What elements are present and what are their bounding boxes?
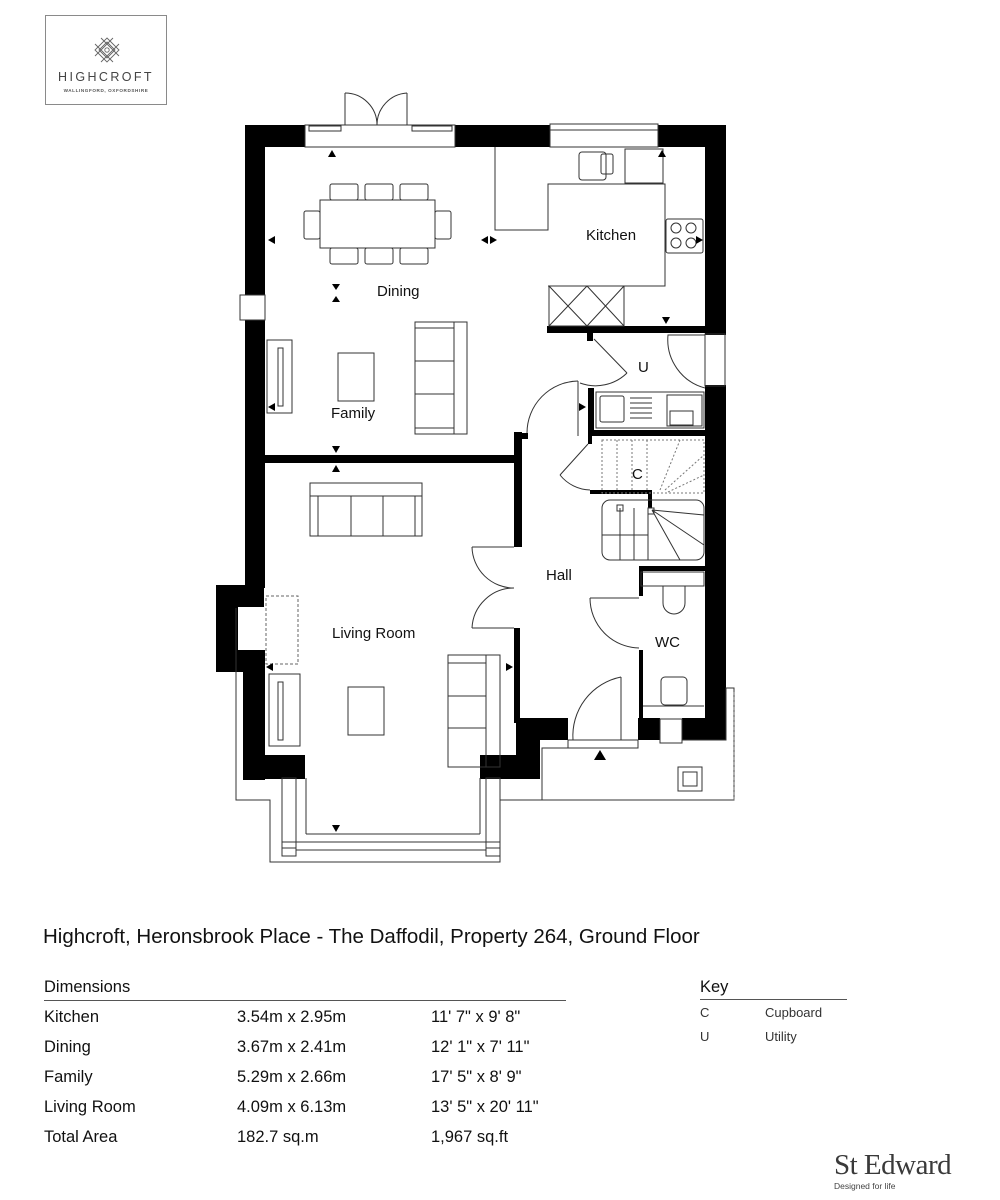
metric-size: 3.54m x 2.95m [237,1008,347,1026]
table-row: Dining 3.67m x 2.41m 12' 1" x 7' 11" [44,1031,566,1061]
key-heading: Key [700,978,847,1000]
room-label-wc: WC [655,634,680,651]
imperial-size: 1,967 sq.ft [431,1128,509,1146]
brand-tagline: Designed for life [834,1181,896,1191]
key-item: C Cupboard [700,1000,847,1024]
imperial-size: 12' 1" x 7' 11" [431,1038,530,1056]
room-label-dining: Dining [377,283,420,300]
key-meaning: Cupboard [765,1005,823,1020]
room-name: Family [44,1068,93,1086]
highcroft-logo: HIGHCROFT WALLINGFORD, OXFORDSHIRE [45,15,167,105]
walls [216,125,726,780]
ground-floor-plan: Kitchen Dining Family U C Hall Living Ro… [216,92,735,863]
key-code: C [700,1005,710,1020]
metric-size: 4.09m x 6.13m [237,1098,347,1116]
room-name: Dining [44,1038,91,1056]
fireplace-hearth [265,595,299,665]
table-row: Family 5.29m x 2.66m 17' 5" x 8' 9" [44,1061,566,1091]
table-row-total: Total Area 182.7 sq.m 1,967 sq.ft [44,1121,566,1151]
plan-lines [235,92,735,863]
imperial-size: 13' 5" x 20' 11" [431,1098,539,1116]
imperial-size: 11' 7" x 9' 8" [431,1008,521,1026]
logo-subtitle: WALLINGFORD, OXFORDSHIRE [63,88,149,93]
room-name: Kitchen [44,1008,100,1026]
st-edward-logo: St Edward Designed for life [834,1149,952,1191]
room-label-kitchen: Kitchen [586,227,636,244]
metric-size: 3.67m x 2.41m [237,1038,347,1056]
brand-name: St Edward [834,1149,952,1181]
plan-title: Highcroft, Heronsbrook Place - The Daffo… [43,925,700,948]
room-label-living-room: Living Room [332,625,415,642]
dimension-markers [266,150,703,832]
room-label-family: Family [331,405,376,422]
logo-name: HIGHCROFT [58,70,154,84]
metric-size: 5.29m x 2.66m [237,1068,347,1086]
table-row: Kitchen 3.54m x 2.95m 11' 7" x 9' 8" [44,1001,566,1031]
key-legend: Key C Cupboard U Utility [700,978,847,1048]
imperial-size: 17' 5" x 8' 9" [431,1068,522,1086]
room-label-cupboard: C [632,466,643,483]
metric-size: 182.7 sq.m [237,1128,319,1146]
table-row: Living Room 4.09m x 6.13m 13' 5" x 20' 1… [44,1091,566,1121]
room-labels: Kitchen Dining Family U C Hall Living Ro… [331,227,680,651]
room-label-hall: Hall [546,567,572,584]
dimensions-heading: Dimensions [44,978,566,1001]
dimensions-table: Dimensions Kitchen 3.54m x 2.95m 11' 7" … [44,978,566,1151]
room-name: Living Room [44,1098,136,1116]
lattice-diamond-icon [94,37,120,63]
key-item: U Utility [700,1024,847,1048]
key-code: U [700,1029,710,1044]
room-label-utility: U [638,359,649,376]
key-meaning: Utility [765,1029,797,1044]
room-name: Total Area [44,1128,118,1146]
